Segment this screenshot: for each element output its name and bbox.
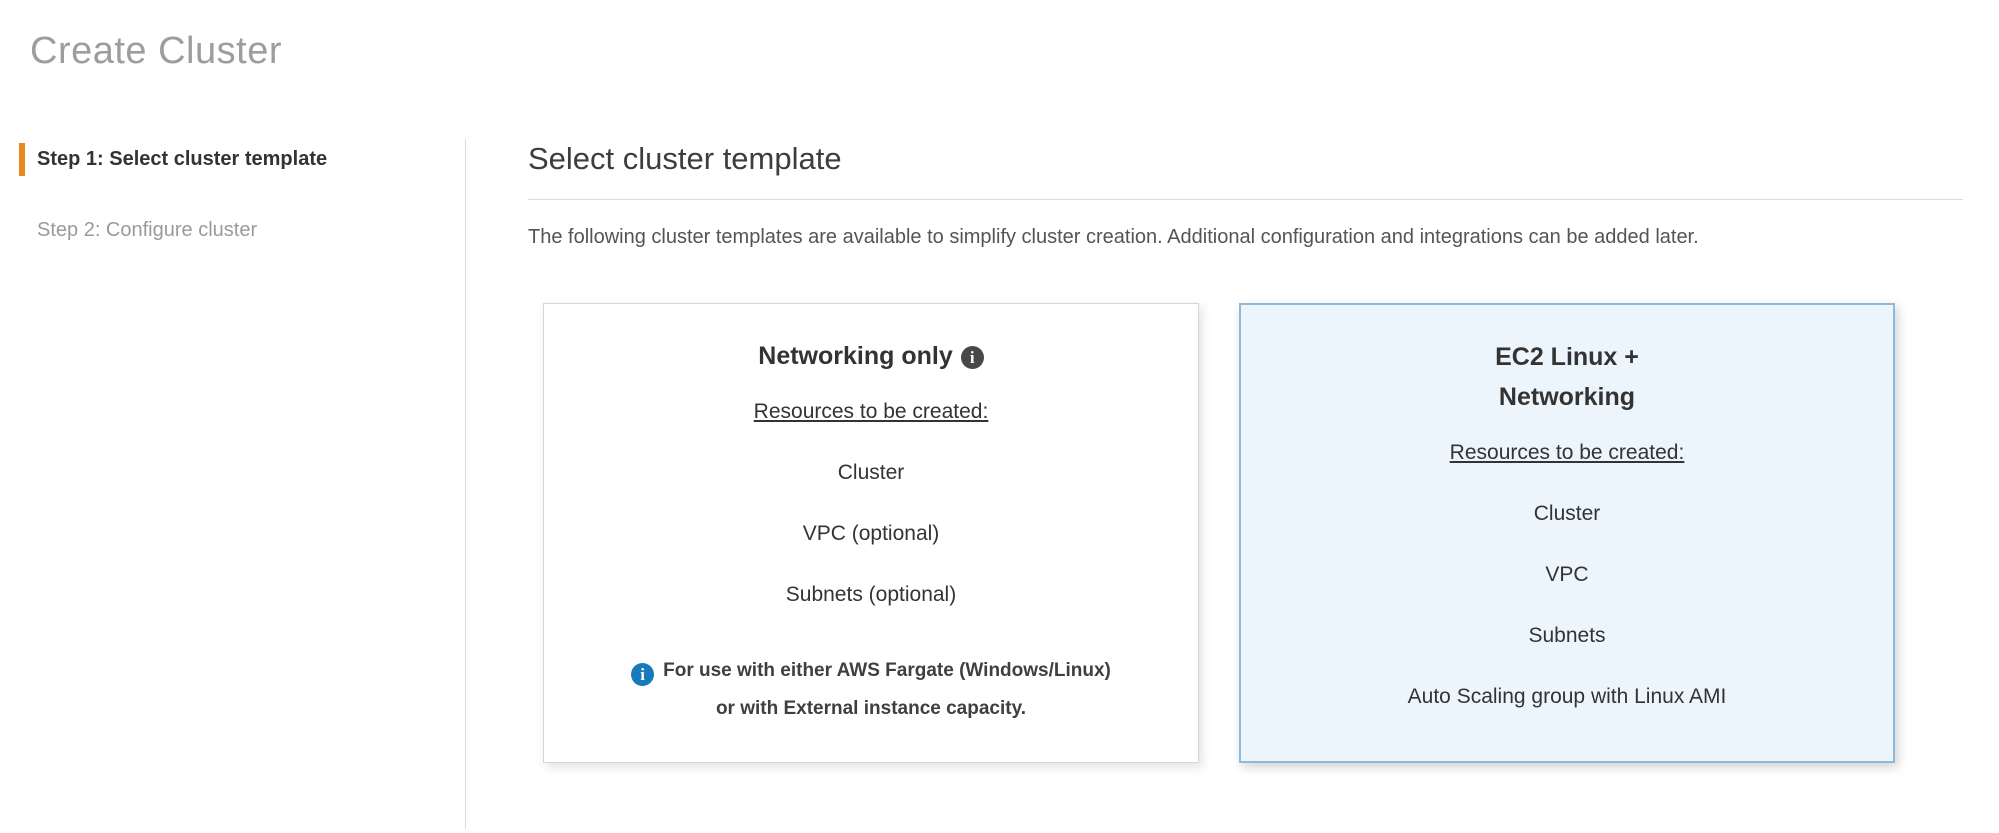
resource-item: VPC (optional)	[802, 522, 940, 545]
card-note-line-1: i For use with either AWS Fargate (Window…	[631, 652, 1111, 690]
resources-label: Resources to be created:	[1449, 441, 1685, 464]
card-note-line-2: or with External instance capacity.	[715, 698, 1027, 719]
resources-label: Resources to be created:	[753, 400, 989, 423]
step-2-label: Step 2: Configure cluster	[37, 219, 258, 241]
resource-item: Cluster	[1533, 502, 1601, 525]
templates-description: The following cluster templates are avai…	[528, 226, 1699, 248]
card-title: Networking only i	[758, 336, 984, 376]
resource-item: Auto Scaling group with Linux AMI	[1407, 685, 1727, 708]
page-title: Create Cluster	[30, 30, 282, 72]
card-title-line-1: EC2 Linux +	[1495, 343, 1639, 371]
info-icon-blue: i	[631, 663, 655, 686]
card-title-text: Networking only	[758, 342, 953, 370]
resource-item: Subnets	[1528, 624, 1606, 647]
step-1-label: Step 1: Select cluster template	[37, 148, 328, 170]
resource-item: Subnets (optional)	[785, 583, 957, 606]
template-cards: Networking only i Resources to be created…	[543, 303, 1963, 763]
main-content: Select cluster template The following cl…	[466, 139, 1999, 829]
section-heading: Select cluster template	[528, 141, 1963, 200]
wizard-layout: Step 1: Select cluster template Step 2: …	[0, 139, 1999, 829]
card-note: i For use with either AWS Fargate (Window…	[631, 652, 1111, 738]
note-text: For use with either AWS Fargate (Windows…	[663, 660, 1111, 681]
card-title: EC2 Linux + Networking	[1495, 337, 1639, 417]
card-title-line-2: Networking	[1498, 383, 1636, 411]
resource-item: VPC	[1545, 563, 1589, 586]
wizard-steps-sidebar: Step 1: Select cluster template Step 2: …	[0, 139, 466, 829]
sidebar-step-1: Step 1: Select cluster template	[19, 143, 465, 176]
info-icon[interactable]: i	[960, 346, 984, 369]
card-networking-only[interactable]: Networking only i Resources to be created…	[543, 303, 1199, 763]
card-ec2-linux-networking[interactable]: EC2 Linux + Networking Resources to be c…	[1239, 303, 1895, 763]
resource-item: Cluster	[837, 461, 905, 484]
sidebar-step-2: Step 2: Configure cluster	[19, 214, 465, 247]
